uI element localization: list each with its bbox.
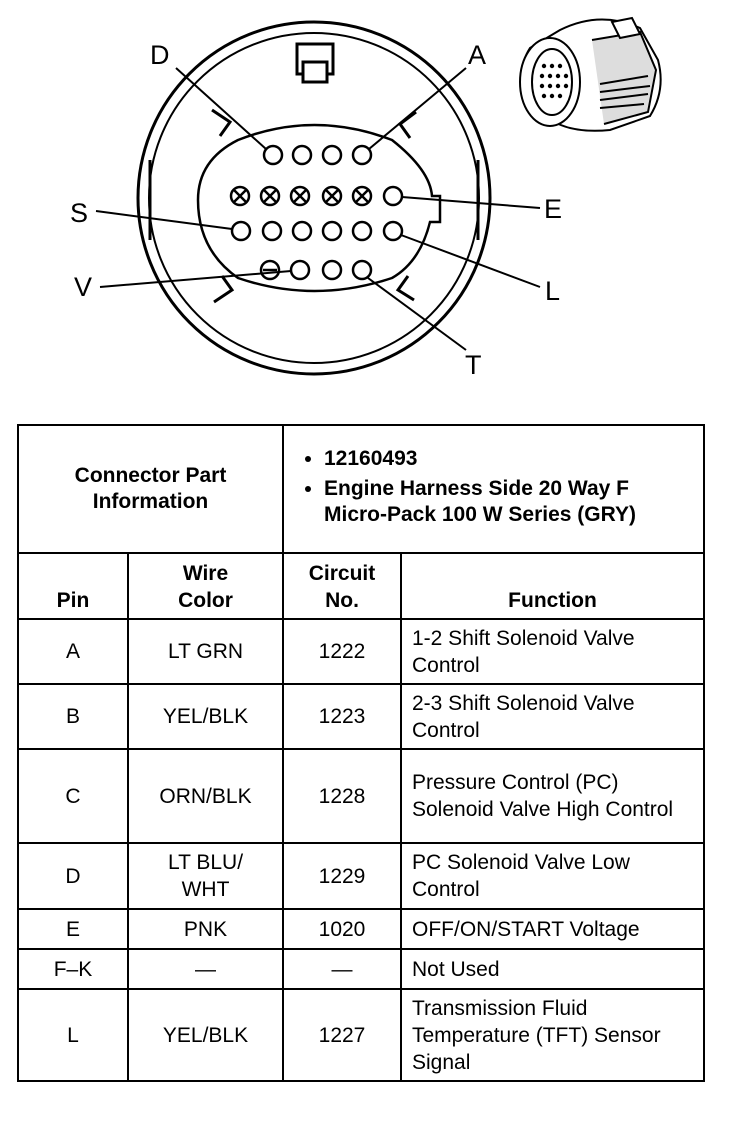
part-number: 12160493	[324, 446, 695, 472]
table-row: D LT BLU/ WHT 1229 PC Solenoid Valve Low…	[17, 842, 705, 910]
function-cell: Pressure Control (PC) Solenoid Valve Hig…	[400, 748, 705, 844]
wire-color-cell: YEL/BLK	[127, 988, 284, 1082]
wire-color-cell: YEL/BLK	[127, 683, 284, 750]
connector-info-label-line2: Information	[92, 490, 209, 513]
leader-lines	[95, 67, 541, 351]
table-row: B YEL/BLK 1223 2-3 Shift Solenoid Valve …	[17, 683, 705, 750]
wire-color-cell: ORN/BLK	[127, 748, 284, 844]
pin-label-d: D	[150, 40, 170, 70]
column-header-row: Pin Wire Color Circuit No. Function	[17, 552, 705, 620]
pin-label-a: A	[468, 40, 486, 70]
wire-color-cell: LT BLU/ WHT	[127, 842, 284, 910]
connector-info-label: Connector Part Information	[17, 424, 284, 554]
pin-cell: B	[17, 683, 129, 750]
pin-cell: F–K	[17, 948, 129, 990]
part-description: Engine Harness Side 20 Way F Micro-Pack …	[324, 476, 695, 528]
circuit-cell: —	[282, 948, 402, 990]
circuit-cell: 1223	[282, 683, 402, 750]
pin-cavity-d	[262, 144, 284, 166]
pin-cavity-v	[289, 259, 311, 281]
table-row: F–K — — Not Used	[17, 948, 705, 990]
circuit-cell: 1229	[282, 842, 402, 910]
table-row: L YEL/BLK 1227 Transmission Fluid Temper…	[17, 988, 705, 1082]
pin-cavity-t	[351, 259, 373, 281]
circuit-cell: 1227	[282, 988, 402, 1082]
pin-label-l: L	[545, 276, 560, 306]
wire-color-cell: —	[127, 948, 284, 990]
header-pin: Pin	[17, 552, 129, 620]
pin-grid	[229, 144, 404, 281]
pin-label-s: S	[70, 198, 88, 228]
connector-3d-illustration	[519, 16, 662, 132]
table-row: A LT GRN 1222 1-2 Shift Solenoid Valve C…	[17, 618, 705, 685]
pin-cavity-c	[291, 144, 313, 166]
pin-label-v: V	[74, 272, 92, 302]
header-function: Function	[400, 552, 705, 620]
pin-label-t: T	[465, 350, 482, 380]
wire-color-cell: PNK	[127, 908, 284, 950]
connector-info-label-line1: Connector Part	[74, 464, 227, 487]
function-cell: 1-2 Shift Solenoid Valve Control	[400, 618, 705, 685]
pin-cavity-a	[351, 144, 373, 166]
plugged-cavities	[229, 185, 373, 207]
pin-cavity-e	[382, 185, 404, 207]
pin-cell: D	[17, 842, 129, 910]
connector-info-table: Connector Part Information 12160493 Engi…	[17, 424, 705, 1082]
circuit-cell: 1020	[282, 908, 402, 950]
pin-cavity-b	[321, 144, 343, 166]
connector-info-details: 12160493 Engine Harness Side 20 Way F Mi…	[282, 424, 705, 554]
pin-cell: L	[17, 988, 129, 1082]
pin-cell: A	[17, 618, 129, 685]
header-wire-color: Wire Color	[127, 552, 284, 620]
circuit-cell: 1228	[282, 748, 402, 844]
function-cell: Transmission Fluid Temperature (TFT) Sen…	[400, 988, 705, 1082]
wire-color-cell: LT GRN	[127, 618, 284, 685]
cavity-outline	[196, 123, 442, 293]
function-cell: PC Solenoid Valve Low Control	[400, 842, 705, 910]
function-cell: 2-3 Shift Solenoid Valve Control	[400, 683, 705, 750]
function-cell: OFF/ON/START Voltage	[400, 908, 705, 950]
connector-face-diagram: D A S E V L T	[70, 16, 662, 380]
header-circuit: Circuit No.	[282, 552, 402, 620]
pin-cell: E	[17, 908, 129, 950]
function-cell: Not Used	[400, 948, 705, 990]
pin-cavity-s	[230, 220, 252, 242]
plugged-cavity-v-row	[259, 259, 281, 281]
pin-cell: C	[17, 748, 129, 844]
table-row: E PNK 1020 OFF/ON/START Voltage	[17, 908, 705, 950]
pin-label-e: E	[544, 194, 562, 224]
pin-cavity-l	[382, 220, 404, 242]
circuit-cell: 1222	[282, 618, 402, 685]
info-row: Connector Part Information 12160493 Engi…	[17, 424, 705, 554]
table-row: C ORN/BLK 1228 Pressure Control (PC) Sol…	[17, 748, 705, 844]
connector-housing	[136, 20, 492, 376]
